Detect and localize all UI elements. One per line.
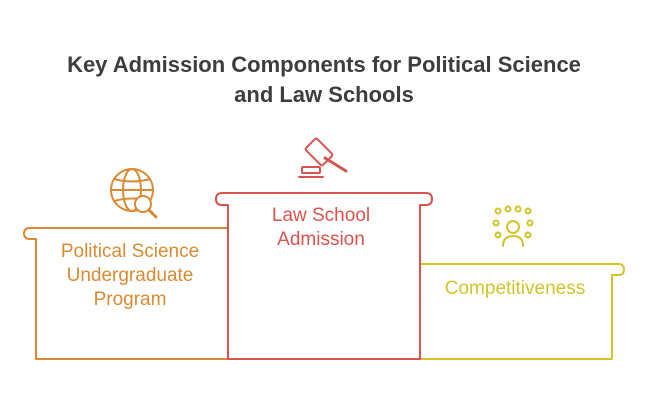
step-2-line-2: Admission — [277, 229, 365, 250]
step-3-line-1: Competitiveness — [444, 278, 586, 299]
gavel-icon — [298, 137, 348, 178]
globe-search-icon — [110, 168, 158, 219]
step-label-competitiveness: Competitiveness — [422, 277, 608, 301]
step-2-line-1: Law School — [271, 205, 371, 226]
crowd-person-icon — [492, 205, 534, 247]
podium-center — [215, 192, 433, 360]
step-label-law-school: Law School Admission — [232, 204, 410, 252]
podium-right — [420, 263, 625, 360]
step-1-line-2: Undergraduate — [66, 265, 194, 286]
step-1-line-3: Program — [93, 289, 167, 310]
diagram-title: Key Admission Components for Political S… — [0, 50, 648, 110]
step-label-political-science: Political Science Undergraduate Program — [40, 240, 220, 312]
step-1-line-1: Political Science — [60, 241, 200, 262]
title-line-1: Key Admission Components for Political S… — [67, 52, 581, 77]
title-line-2: and Law Schools — [234, 82, 414, 107]
podium-left — [23, 227, 228, 360]
